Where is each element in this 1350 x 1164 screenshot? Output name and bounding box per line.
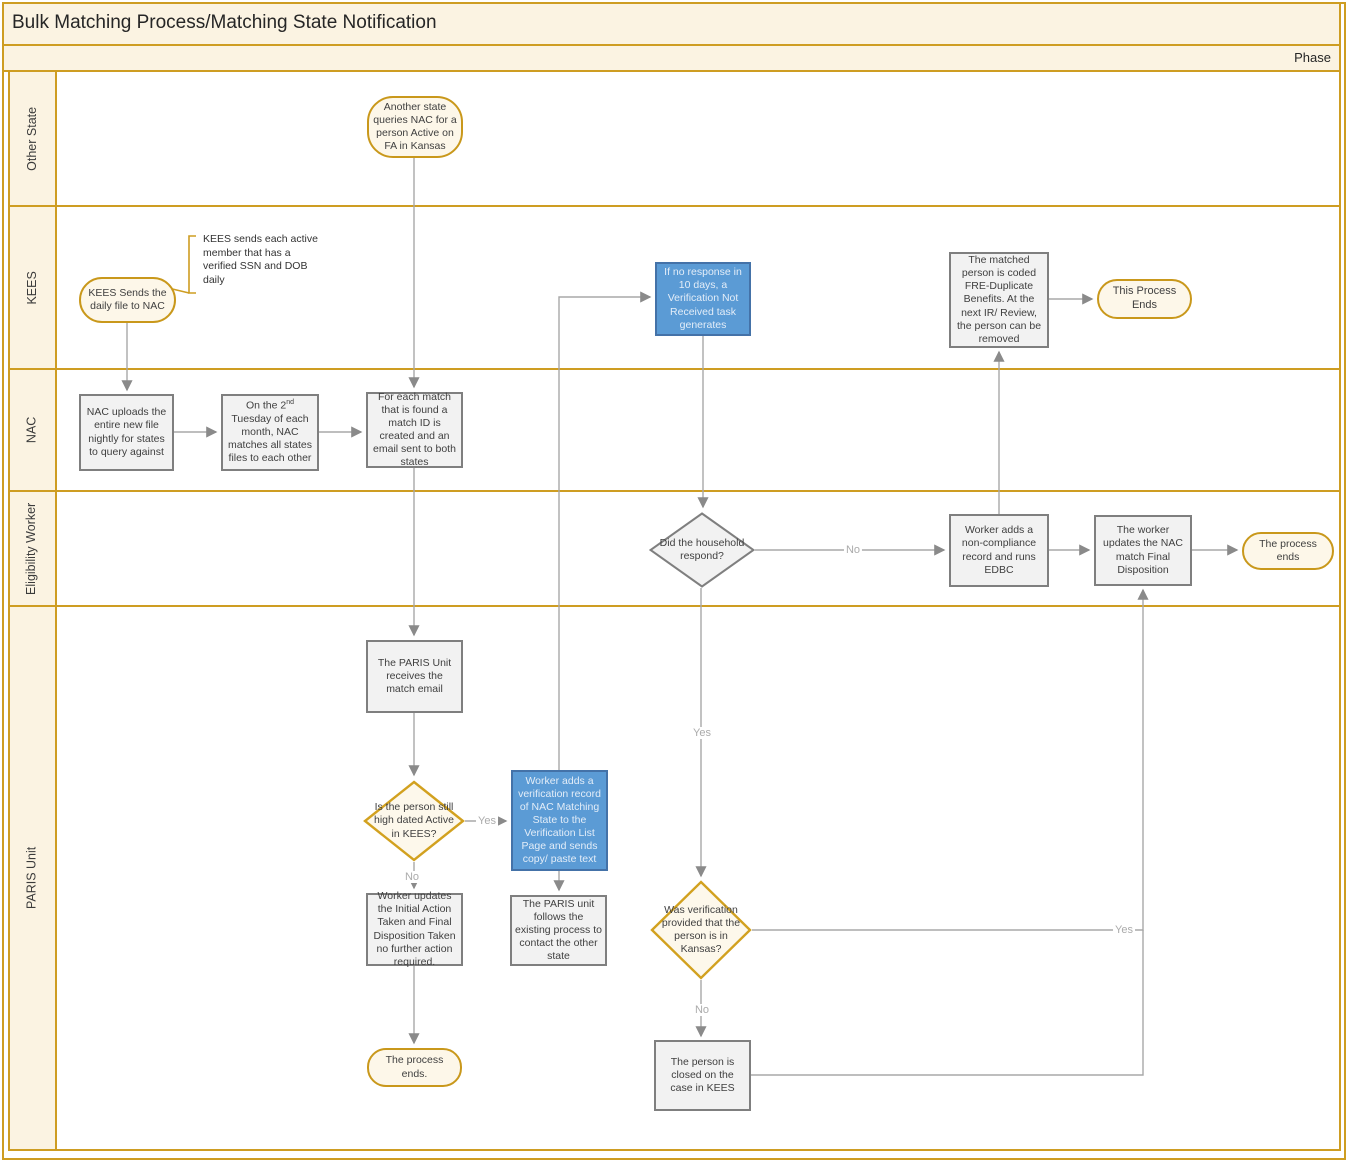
process-paris-contacts-state: The PARIS unit follows the existing proc… xyxy=(510,895,607,966)
arrow-closed-join xyxy=(751,930,1144,1076)
page-title: Bulk Matching Process/Matching State Not… xyxy=(12,12,437,33)
process-add-verification-record: Worker adds a verification record of NAC… xyxy=(511,770,608,871)
process-noncompliance-edbc: Worker adds a non-compliance record and … xyxy=(949,514,1049,587)
end-process-ends-paris-label: The process ends. xyxy=(385,1054,444,1080)
process-paris-receives-email: The PARIS Unit receives the match email xyxy=(366,640,463,713)
process-paris-receives-email-label: The PARIS Unit receives the match email xyxy=(377,656,452,696)
edge-label-household-yes: Yes xyxy=(691,727,713,739)
annotation-kees-daily-label: KEES sends each active member that has a… xyxy=(203,233,318,286)
decision-high-dated-active-label: Is the person still high dated Active in… xyxy=(374,801,454,840)
diamond-shape-kansas xyxy=(650,880,752,980)
diamond-shape-household xyxy=(649,512,755,588)
process-update-final-disposition: The worker updates the NAC match Final D… xyxy=(1094,515,1192,586)
edge-label-highdated-no: No xyxy=(402,871,422,883)
phase-bar: Phase xyxy=(2,46,1341,72)
end-this-process-ends: This Process Ends xyxy=(1097,279,1192,319)
process-match-id-email: For each match that is found a match ID … xyxy=(366,390,463,469)
arrow-kansas-yes xyxy=(752,588,1149,931)
process-person-closed-kees: The person is closed on the case in KEES xyxy=(654,1040,751,1111)
process-person-closed-kees-label: The person is closed on the case in KEES xyxy=(670,1055,735,1095)
decision-household-respond-label: Did the household respond? xyxy=(659,536,745,562)
annotation-kees-daily: KEES sends each active member that has a… xyxy=(203,233,323,288)
process-noncompliance-edbc-label: Worker adds a non-compliance record and … xyxy=(961,524,1037,576)
process-nac-upload-label: NAC uploads the entire new file nightly … xyxy=(86,406,167,458)
decision-household-respond: Did the household respond? xyxy=(649,512,755,588)
end-process-ends-worker-label: The process ends xyxy=(1259,537,1317,563)
lane-header-other-state: Other State xyxy=(8,72,57,205)
match-text-post: Tuesday of each month, NAC matches all s… xyxy=(227,413,313,465)
edge-label-household-no: No xyxy=(843,544,863,556)
start-kees-daily-file-label: KEES Sends the daily file to NAC xyxy=(88,286,167,312)
lane-other-state: Other State xyxy=(8,72,1339,207)
process-nac-upload: NAC uploads the entire new file nightly … xyxy=(79,394,174,471)
lane-header-paris-unit: PARIS Unit xyxy=(8,607,57,1149)
process-nac-monthly-match: On the 2nd Tuesday of each month, NAC ma… xyxy=(221,394,319,471)
start-kees-daily-file: KEES Sends the daily file to NAC xyxy=(79,277,176,323)
match-text-pre: On the 2 xyxy=(245,399,287,412)
decision-verification-kansas: Was verification provided that the perso… xyxy=(650,880,752,980)
arrow-verif-to-noresponse xyxy=(558,291,652,770)
end-process-ends-worker: The process ends xyxy=(1242,532,1334,570)
process-matched-person-coded-label: The matched person is coded FRE-Duplicat… xyxy=(956,254,1042,345)
title-bar: Bulk Matching Process/Matching State Not… xyxy=(2,2,1341,46)
lane-header-kees: KEES xyxy=(8,207,57,368)
end-this-process-ends-label: This Process Ends xyxy=(1112,285,1177,311)
process-update-initial-action: Worker updates the Initial Action Taken … xyxy=(366,890,463,968)
diamond-shape-high-dated xyxy=(363,780,465,862)
process-nac-monthly-match-label: On the 2nd Tuesday of each month, NAC ma… xyxy=(226,399,314,465)
process-add-verification-record-label: Worker adds a verification record of NAC… xyxy=(518,774,601,866)
decision-verification-kansas-label: Was verification provided that the perso… xyxy=(661,903,741,956)
start-other-state-query-label: Another state queries NAC for a person A… xyxy=(373,100,457,153)
process-verification-not-received: If no response in 10 days, a Verificatio… xyxy=(655,262,751,336)
decision-high-dated-active: Is the person still high dated Active in… xyxy=(363,780,465,862)
phase-label: Phase xyxy=(1294,50,1331,65)
start-other-state-query: Another state queries NAC for a person A… xyxy=(367,96,463,158)
end-process-ends-paris: The process ends. xyxy=(367,1048,462,1087)
process-match-id-email-label: For each match that is found a match ID … xyxy=(373,390,456,469)
process-verification-not-received-label: If no response in 10 days, a Verificatio… xyxy=(664,266,742,331)
lane-header-nac: NAC xyxy=(8,370,57,490)
lane-header-eligibility-worker: Eligibility Worker xyxy=(8,492,57,605)
match-text-sup: nd xyxy=(286,399,295,407)
process-update-initial-action-label: Worker updates the Initial Action Taken … xyxy=(373,890,456,968)
process-matched-person-coded: The matched person is coded FRE-Duplicat… xyxy=(949,252,1049,348)
edge-label-kansas-yes: Yes xyxy=(1113,924,1135,936)
process-update-final-disposition-label: The worker updates the NAC match Final D… xyxy=(1103,524,1183,576)
process-paris-contacts-state-label: The PARIS unit follows the existing proc… xyxy=(515,897,602,963)
annotation-bracket xyxy=(188,235,196,294)
edge-label-highdated-yes: Yes xyxy=(476,815,498,827)
edge-label-kansas-no: No xyxy=(692,1004,712,1016)
